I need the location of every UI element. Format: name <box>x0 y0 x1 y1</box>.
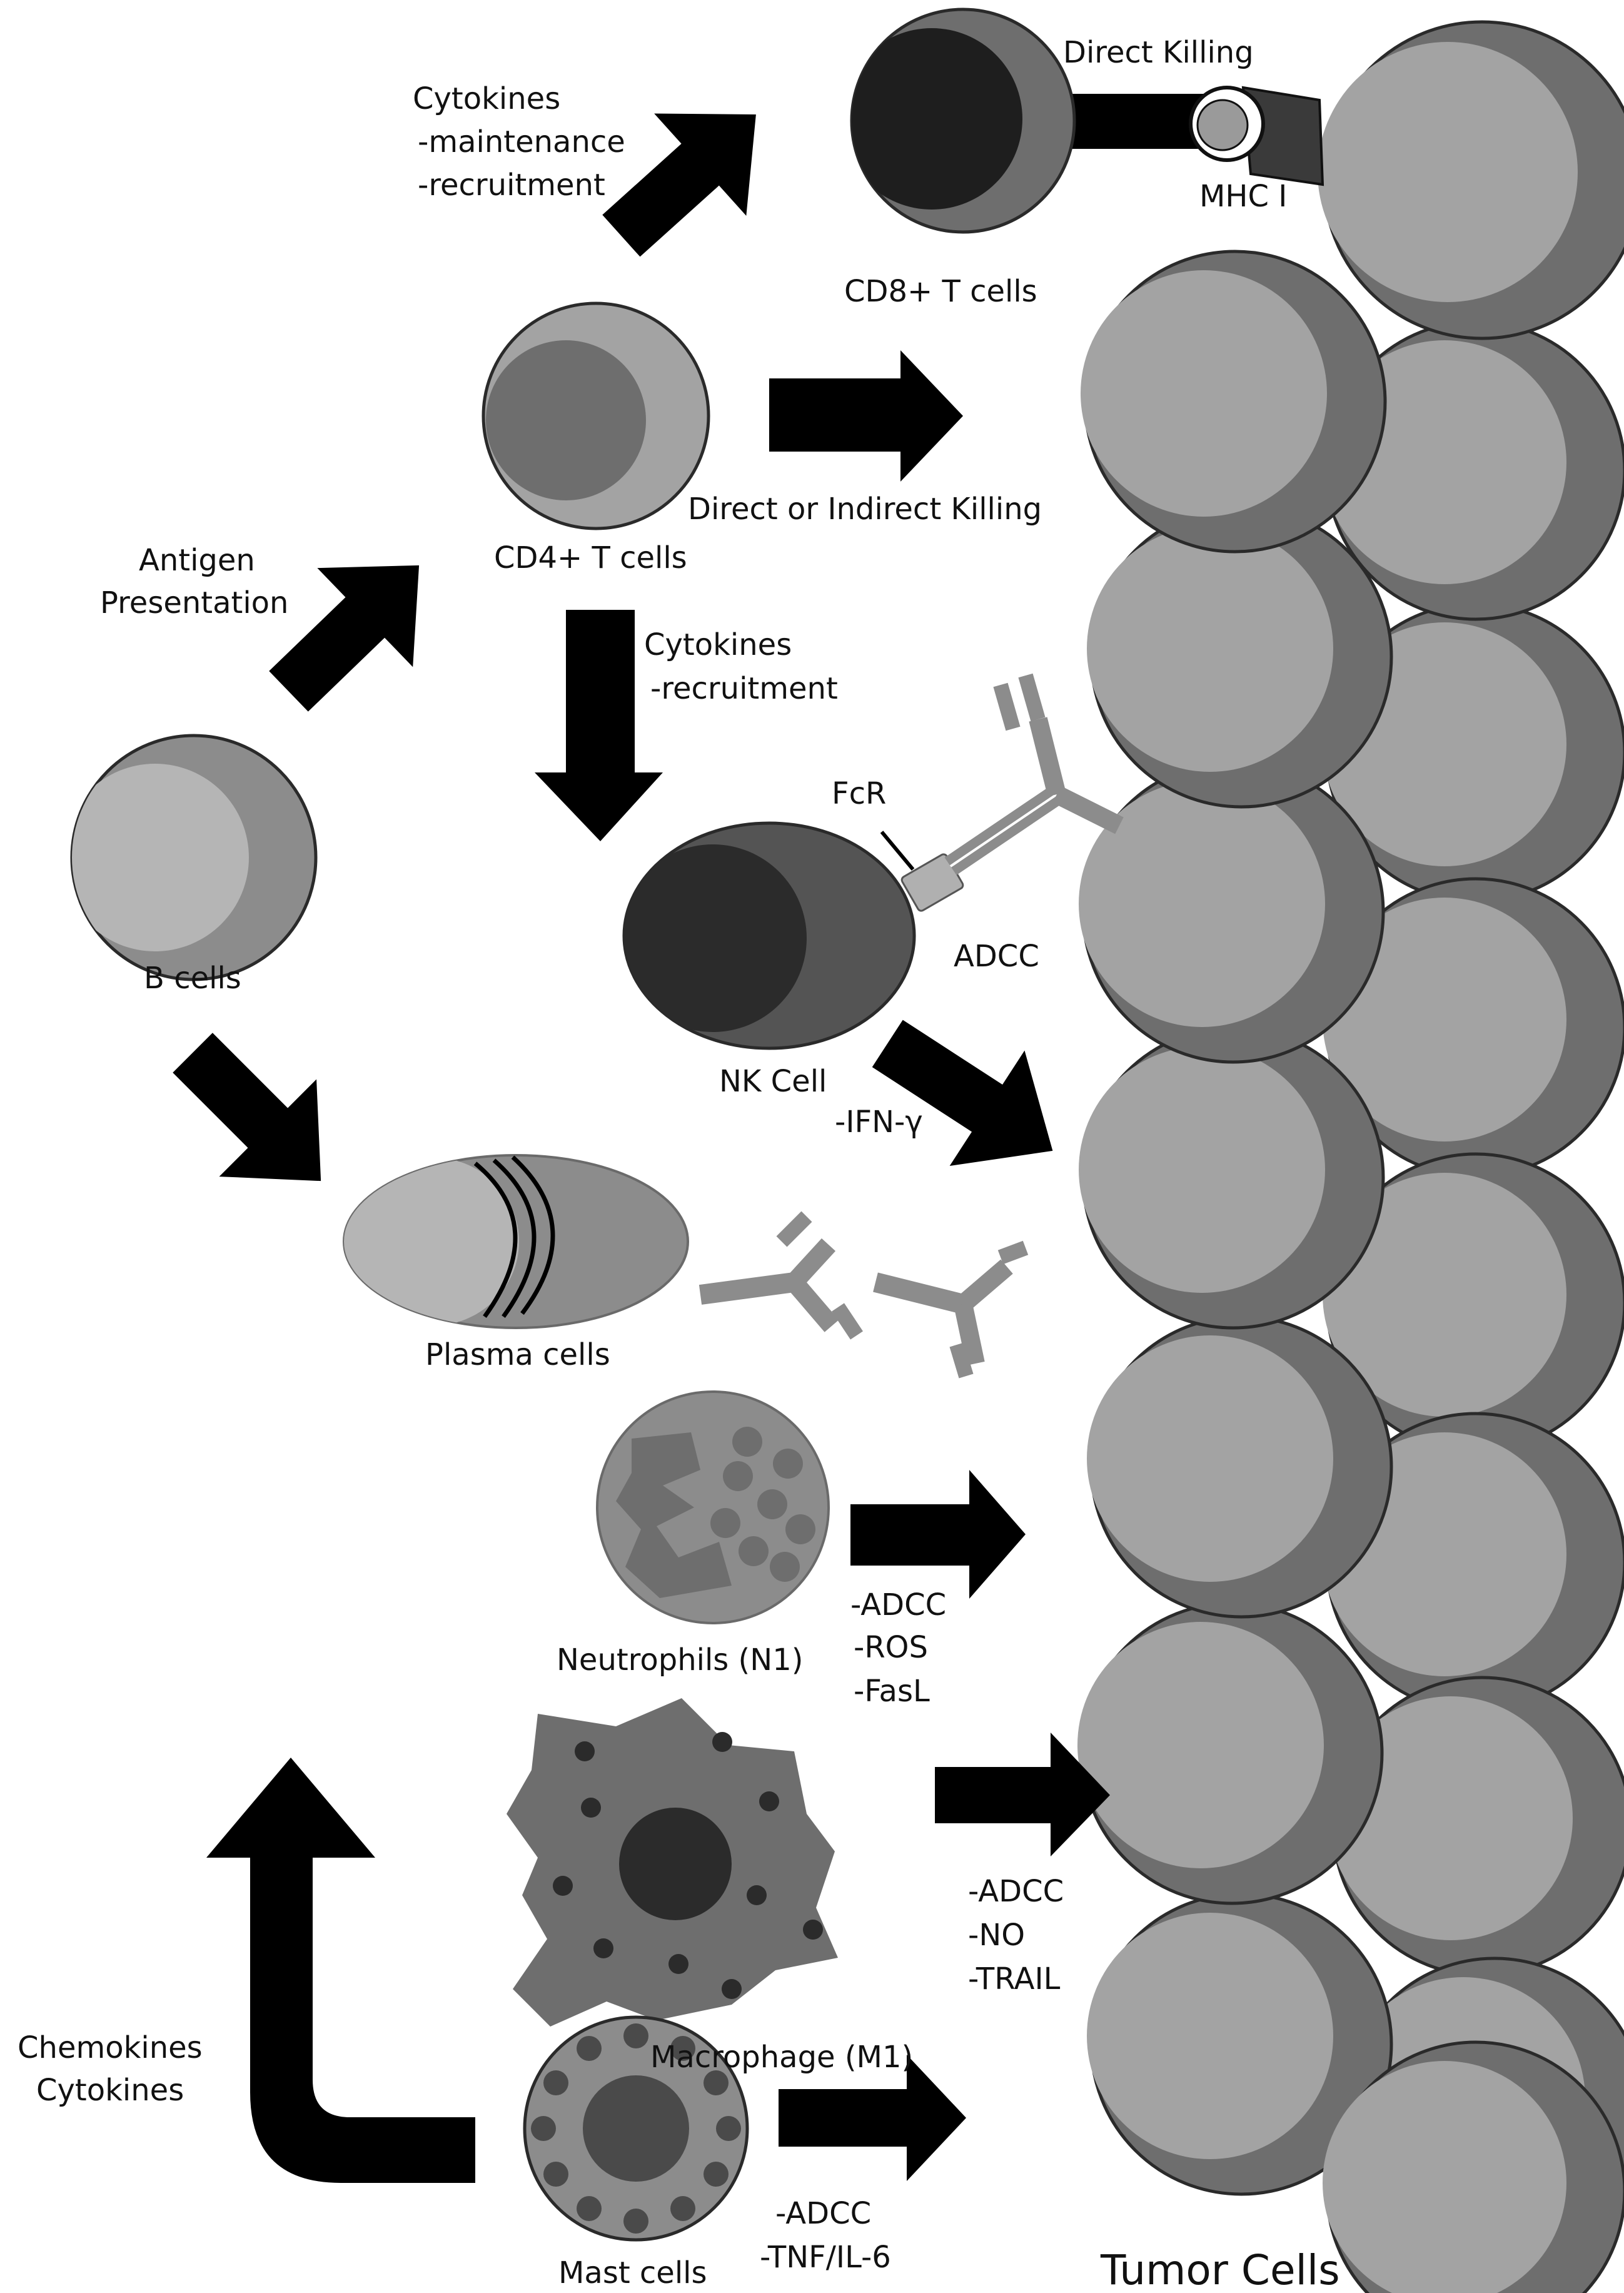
label-cd4: CD4+ T cells <box>494 540 687 575</box>
arrow-neutrophil-to-tumor <box>850 1470 1026 1599</box>
tumor-cell <box>1087 505 1393 809</box>
label-presentation: Presentation <box>100 585 288 620</box>
label-recruitment-mid: -recruitment <box>650 671 838 706</box>
tumor-cell <box>1323 877 1624 1178</box>
label-neut-adcc: -ADCC <box>850 1587 946 1622</box>
arrow-cd4-to-nk <box>535 610 663 841</box>
tumor-cell-column <box>1077 20 1624 2293</box>
label-fcr: FcR <box>832 776 886 811</box>
arrow-b-to-plasma <box>173 1033 321 1182</box>
arrow-cd4-to-cd8 <box>602 113 756 257</box>
tumor-cell <box>1087 1892 1393 2196</box>
label-macrophage: Macrophage (M1) <box>650 2040 913 2075</box>
label-recruitment-top: -recruitment <box>418 168 605 203</box>
mhc-complex <box>1189 86 1324 186</box>
label-cytokines-top: Cytokines <box>413 81 560 116</box>
label-tumor-cells: Tumor Cells <box>1100 2246 1340 2293</box>
tumor-cell <box>1087 1315 1393 1619</box>
neutrophil <box>596 1390 830 1624</box>
labels: Cytokines -maintenance -recruitment Dire… <box>18 35 1340 2293</box>
label-mhc: MHC I <box>1199 179 1287 214</box>
antibody-bound <box>944 673 1124 876</box>
antibody-free-1 <box>699 1211 863 1340</box>
label-ifn: -IFN-γ <box>835 1105 923 1140</box>
tumor-cell <box>1329 1676 1624 1977</box>
arrow-mast-to-tumor <box>779 2055 966 2181</box>
label-mast: Mast cells <box>558 2255 707 2290</box>
label-neutrophils: Neutrophils (N1) <box>557 1643 803 1678</box>
label-plasma: Plasma cells <box>425 1337 610 1372</box>
label-neut-fasl: -FasL <box>854 1674 930 1709</box>
arrow-cd4-to-tumor <box>769 350 963 482</box>
label-antigen: Antigen <box>139 543 255 578</box>
label-nk-cell: NK Cell <box>719 1064 827 1099</box>
label-maintenance: -maintenance <box>418 124 625 159</box>
label-mac-trail: -TRAIL <box>968 1961 1061 1997</box>
label-b-cells: B cells <box>144 961 241 996</box>
label-direct-indirect: Direct or Indirect Killing <box>688 492 1042 527</box>
b-cell <box>70 734 318 981</box>
label-mast-tnf: -TNF/IL-6 <box>760 2240 891 2275</box>
mast-cell <box>523 2015 749 2242</box>
label-mast-adcc: -ADCC <box>775 2196 871 2231</box>
label-mac-adcc: -ADCC <box>968 1874 1064 1909</box>
tumor-cell <box>1318 20 1624 340</box>
label-adcc-nk: ADCC <box>954 939 1039 974</box>
label-cd8: CD8+ T cells <box>844 274 1037 309</box>
label-neut-ros: -ROS <box>854 1630 928 1665</box>
label-mac-no: -NO <box>968 1918 1025 1953</box>
arrow-nk-to-tumor <box>872 1020 1053 1167</box>
label-cytokines-mid: Cytokines <box>644 627 792 662</box>
arrow-b-to-cd4 <box>269 565 420 712</box>
label-chemokines: Chemokines <box>18 2030 203 2065</box>
cd8-t-cell <box>850 8 1219 234</box>
label-direct-killing: Direct Killing <box>1063 35 1254 70</box>
tumor-cell <box>1077 1601 1384 1905</box>
tumor-cell <box>1079 1026 1385 1330</box>
tumor-cell <box>1323 2040 1624 2293</box>
cd4-t-cell <box>482 301 710 530</box>
plasma-cell <box>343 1154 689 1329</box>
tumor-cell <box>1079 760 1385 1064</box>
arrow-macrophage-to-tumor <box>935 1733 1110 1856</box>
tumor-cell <box>1081 250 1387 554</box>
fc-receptor <box>880 831 964 912</box>
macrophage <box>507 1698 838 2027</box>
arrow-chemokine-return <box>206 1758 475 2183</box>
label-cytokines-low: Cytokines <box>36 2073 184 2108</box>
nk-cell <box>622 821 916 1050</box>
antibody-free-2 <box>873 1240 1029 1379</box>
